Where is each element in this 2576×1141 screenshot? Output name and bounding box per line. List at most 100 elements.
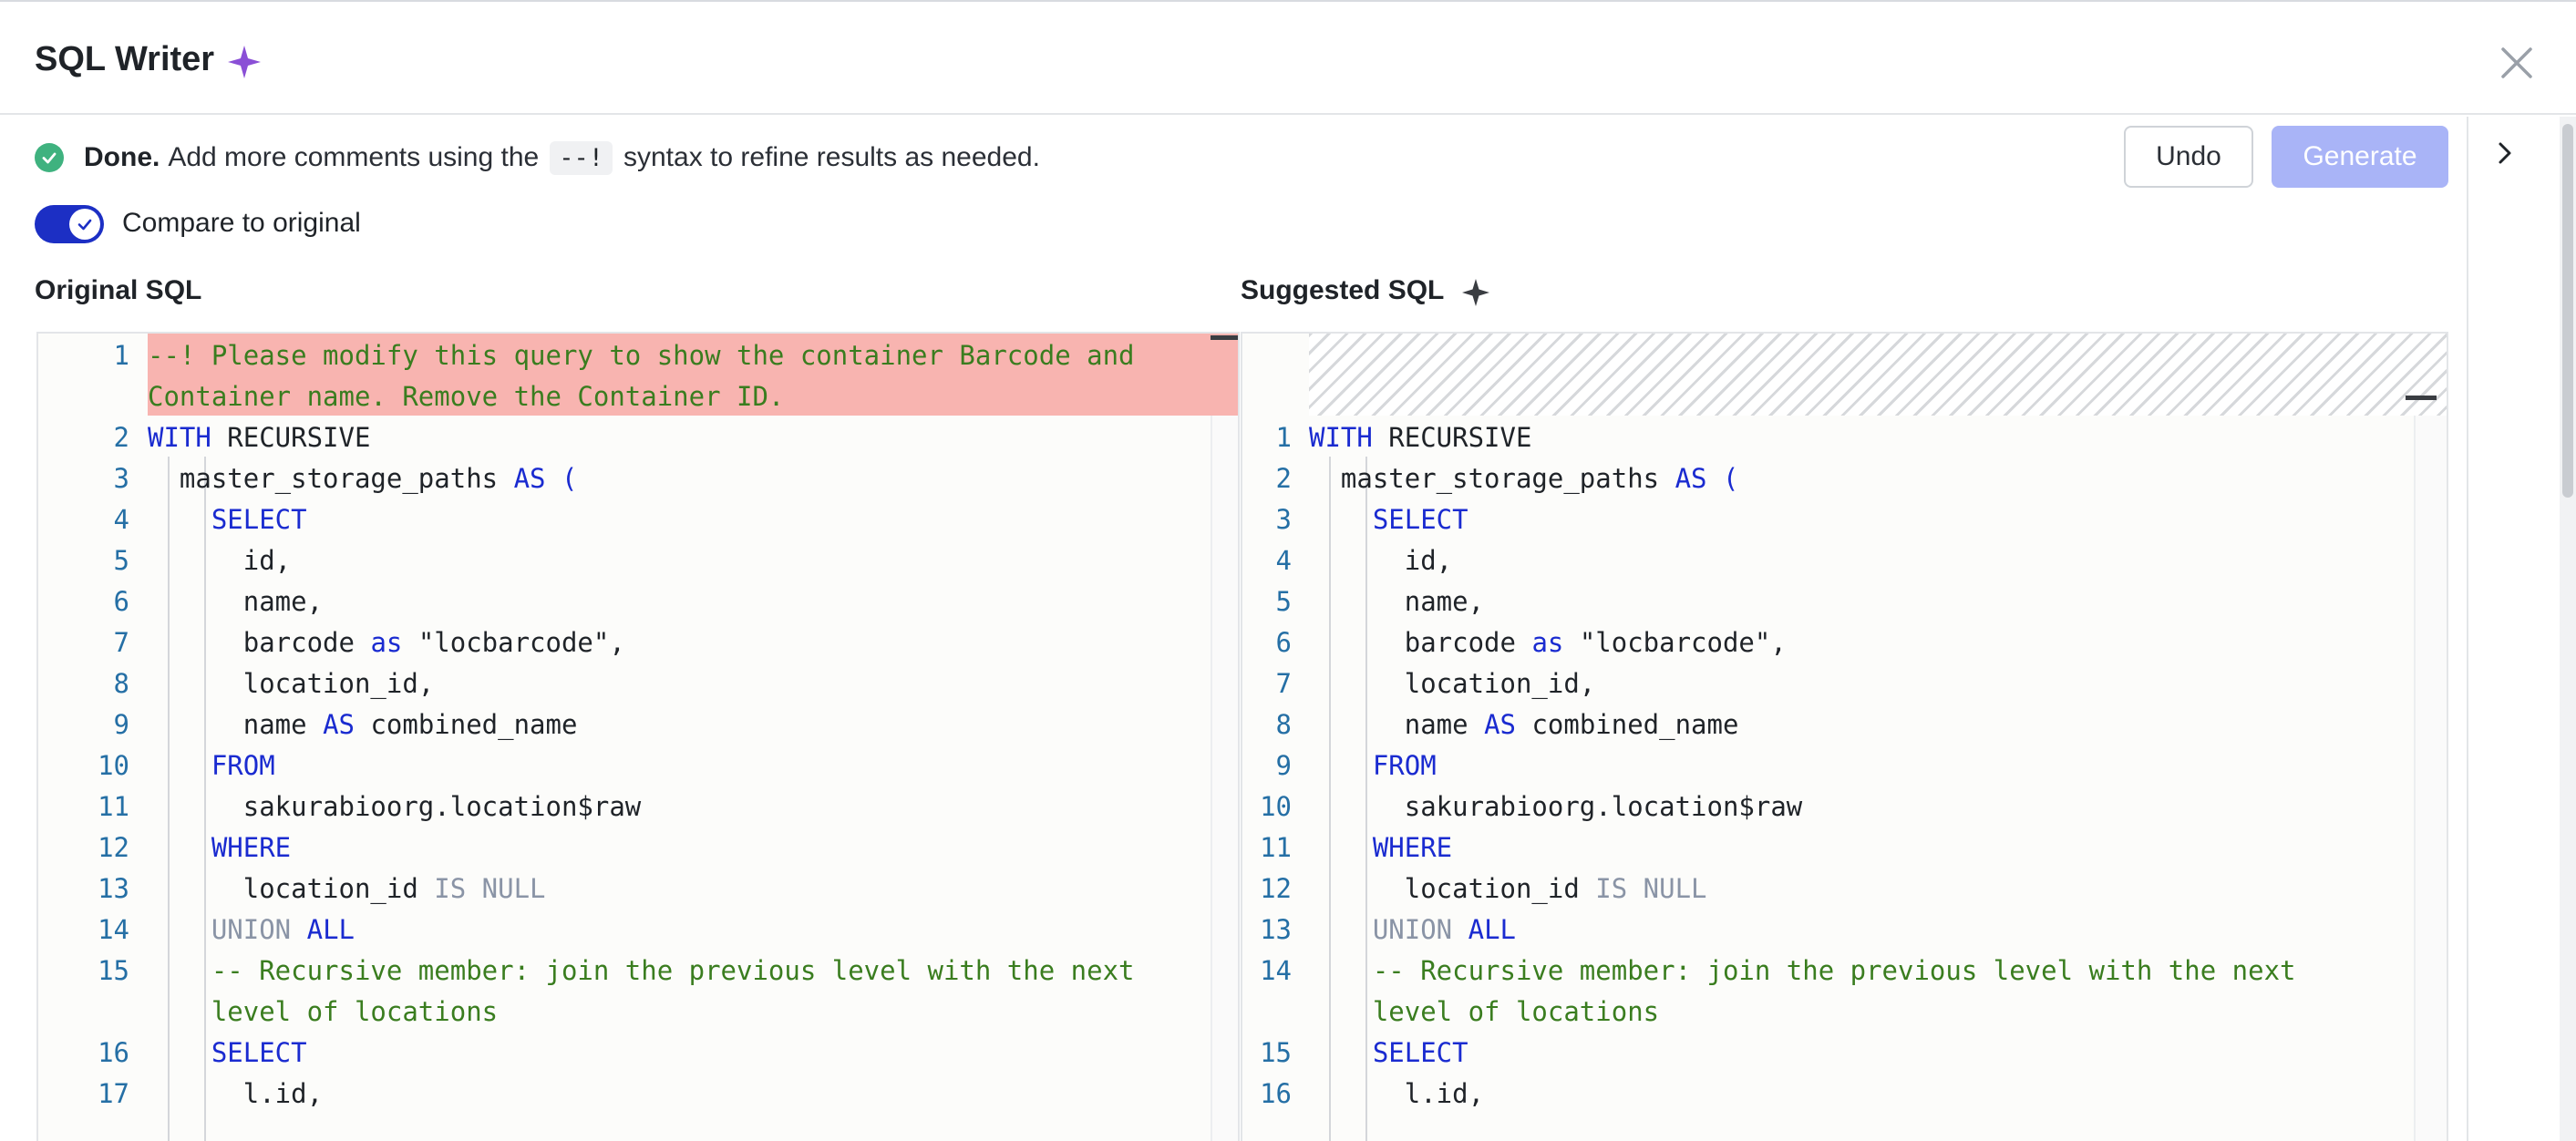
- indent-guide: [204, 457, 206, 1141]
- code-text: WHERE: [1372, 832, 1453, 863]
- indent-guide: [1365, 457, 1367, 1141]
- code-text: SELECT: [1372, 1037, 1468, 1068]
- code-text: master_storage_paths AS (: [148, 463, 578, 494]
- close-icon[interactable]: [2498, 44, 2536, 82]
- line-number: 12: [1260, 873, 1292, 904]
- scrollbar[interactable]: [1211, 416, 1238, 1141]
- toggle-check-icon: [69, 209, 100, 240]
- dialog-title: SQL Writer: [35, 40, 215, 78]
- code-text: WITH RECURSIVE: [1309, 422, 1532, 453]
- line-number: 13: [1260, 914, 1292, 945]
- line-number: 2: [113, 422, 129, 453]
- code-text: SELECT: [211, 1037, 307, 1068]
- code-text: FROM: [211, 750, 275, 781]
- code-text: WITH RECURSIVE: [148, 422, 371, 453]
- code-text: name AS combined_name: [148, 709, 578, 740]
- line-number: 14: [1260, 955, 1292, 986]
- line-number: 8: [1275, 709, 1292, 740]
- code-text: id,: [148, 545, 292, 576]
- generate-button[interactable]: Generate: [2272, 126, 2448, 188]
- right-rail: [2467, 117, 2576, 1141]
- compare-toggle-label: Compare to original: [122, 208, 361, 238]
- line-number: 9: [113, 709, 129, 740]
- sparkle-icon: [1462, 279, 1489, 306]
- removed-line-highlight: [148, 334, 1238, 416]
- code-text: FROM: [1372, 750, 1437, 781]
- line-number: 17: [98, 1078, 129, 1109]
- line-number: 5: [113, 545, 129, 576]
- line-number: 4: [1275, 545, 1292, 576]
- code-text: location_id IS NULL: [1309, 873, 1707, 904]
- code-text: SELECT: [211, 504, 307, 535]
- original-sql-editor[interactable]: 1 --! Please modify this query to show th…: [36, 332, 1240, 1141]
- code-text: level of locations: [148, 996, 499, 1027]
- indent-guide: [1329, 457, 1331, 1141]
- status-text-before: Add more comments using the: [168, 142, 540, 172]
- line-number: 6: [1275, 627, 1292, 658]
- code-text: level of locations: [1309, 996, 1660, 1027]
- line-number: 5: [1275, 586, 1292, 617]
- status-done-label: Done.: [84, 142, 160, 172]
- code-text: sakurabioorg.location$raw: [1309, 791, 1803, 822]
- suggested-sql-title: Suggested SQL: [1241, 275, 1445, 305]
- code-text: id,: [1309, 545, 1453, 576]
- code-text: l.id,: [1309, 1078, 1485, 1109]
- line-number: 16: [98, 1037, 129, 1068]
- line-number: 1: [1275, 422, 1292, 453]
- code-text: barcode as "locbarcode",: [1309, 627, 1787, 658]
- code-text: WHERE: [211, 832, 292, 863]
- code-text: name,: [148, 586, 324, 617]
- line-number: 1: [113, 340, 129, 371]
- line-number: 6: [113, 586, 129, 617]
- line-number: 11: [1260, 832, 1292, 863]
- line-number: 9: [1275, 750, 1292, 781]
- page-scrollbar-thumb[interactable]: [2562, 124, 2573, 498]
- check-circle-icon: [35, 143, 64, 172]
- line-number: 15: [98, 955, 129, 986]
- code-text: -- Recursive member: join the previous l…: [148, 955, 1135, 986]
- diff-placeholder: [1309, 334, 2447, 416]
- line-number: 8: [113, 668, 129, 699]
- line-number: 13: [98, 873, 129, 904]
- line-number: 7: [113, 627, 129, 658]
- line-number: 15: [1260, 1037, 1292, 1068]
- indent-guide: [168, 457, 170, 1141]
- main-panel: Done. Add more comments using the --! sy…: [0, 117, 2467, 1141]
- status-message: Done. Add more comments using the --! sy…: [35, 137, 1040, 179]
- line-number: 4: [113, 504, 129, 535]
- line-number: 10: [1260, 791, 1292, 822]
- code-text: sakurabioorg.location$raw: [148, 791, 642, 822]
- code-text: location_id IS NULL: [148, 873, 546, 904]
- diff-marker: [1211, 335, 1238, 340]
- code-text: location_id,: [1309, 668, 1596, 699]
- dialog-header: SQL Writer: [0, 2, 2576, 115]
- line-number: 11: [98, 791, 129, 822]
- undo-button[interactable]: Undo: [2124, 126, 2253, 188]
- chevron-right-icon[interactable]: [2488, 137, 2521, 170]
- compare-toggle[interactable]: [35, 205, 104, 243]
- scrollbar[interactable]: [2414, 416, 2447, 1141]
- line-number: 16: [1260, 1078, 1292, 1109]
- status-text-after: syntax to refine results as needed.: [623, 142, 1040, 172]
- line-number: 12: [98, 832, 129, 863]
- code-text: master_storage_paths AS (: [1309, 463, 1739, 494]
- code-text: UNION ALL: [1372, 914, 1517, 945]
- line-number: 3: [1275, 504, 1292, 535]
- line-number: 7: [1275, 668, 1292, 699]
- line-number: 14: [98, 914, 129, 945]
- diff-marker: [2406, 396, 2437, 400]
- code-text: -- Recursive member: join the previous l…: [1309, 955, 2296, 986]
- line-number: 3: [113, 463, 129, 494]
- code-text: SELECT: [1372, 504, 1468, 535]
- sparkle-icon: [228, 46, 261, 78]
- code-text: --! Please modify this query to show the…: [148, 340, 1135, 371]
- code-text: UNION ALL: [211, 914, 355, 945]
- code-text: l.id,: [148, 1078, 324, 1109]
- code-text: name AS combined_name: [1309, 709, 1739, 740]
- code-text: location_id,: [148, 668, 435, 699]
- code-text: name,: [1309, 586, 1485, 617]
- line-number: 2: [1275, 463, 1292, 494]
- syntax-token: --!: [550, 140, 613, 175]
- suggested-sql-editor[interactable]: 1 WITH RECURSIVE 2 master_storage_paths AS…: [1241, 332, 2448, 1141]
- code-text: barcode as "locbarcode",: [148, 627, 625, 658]
